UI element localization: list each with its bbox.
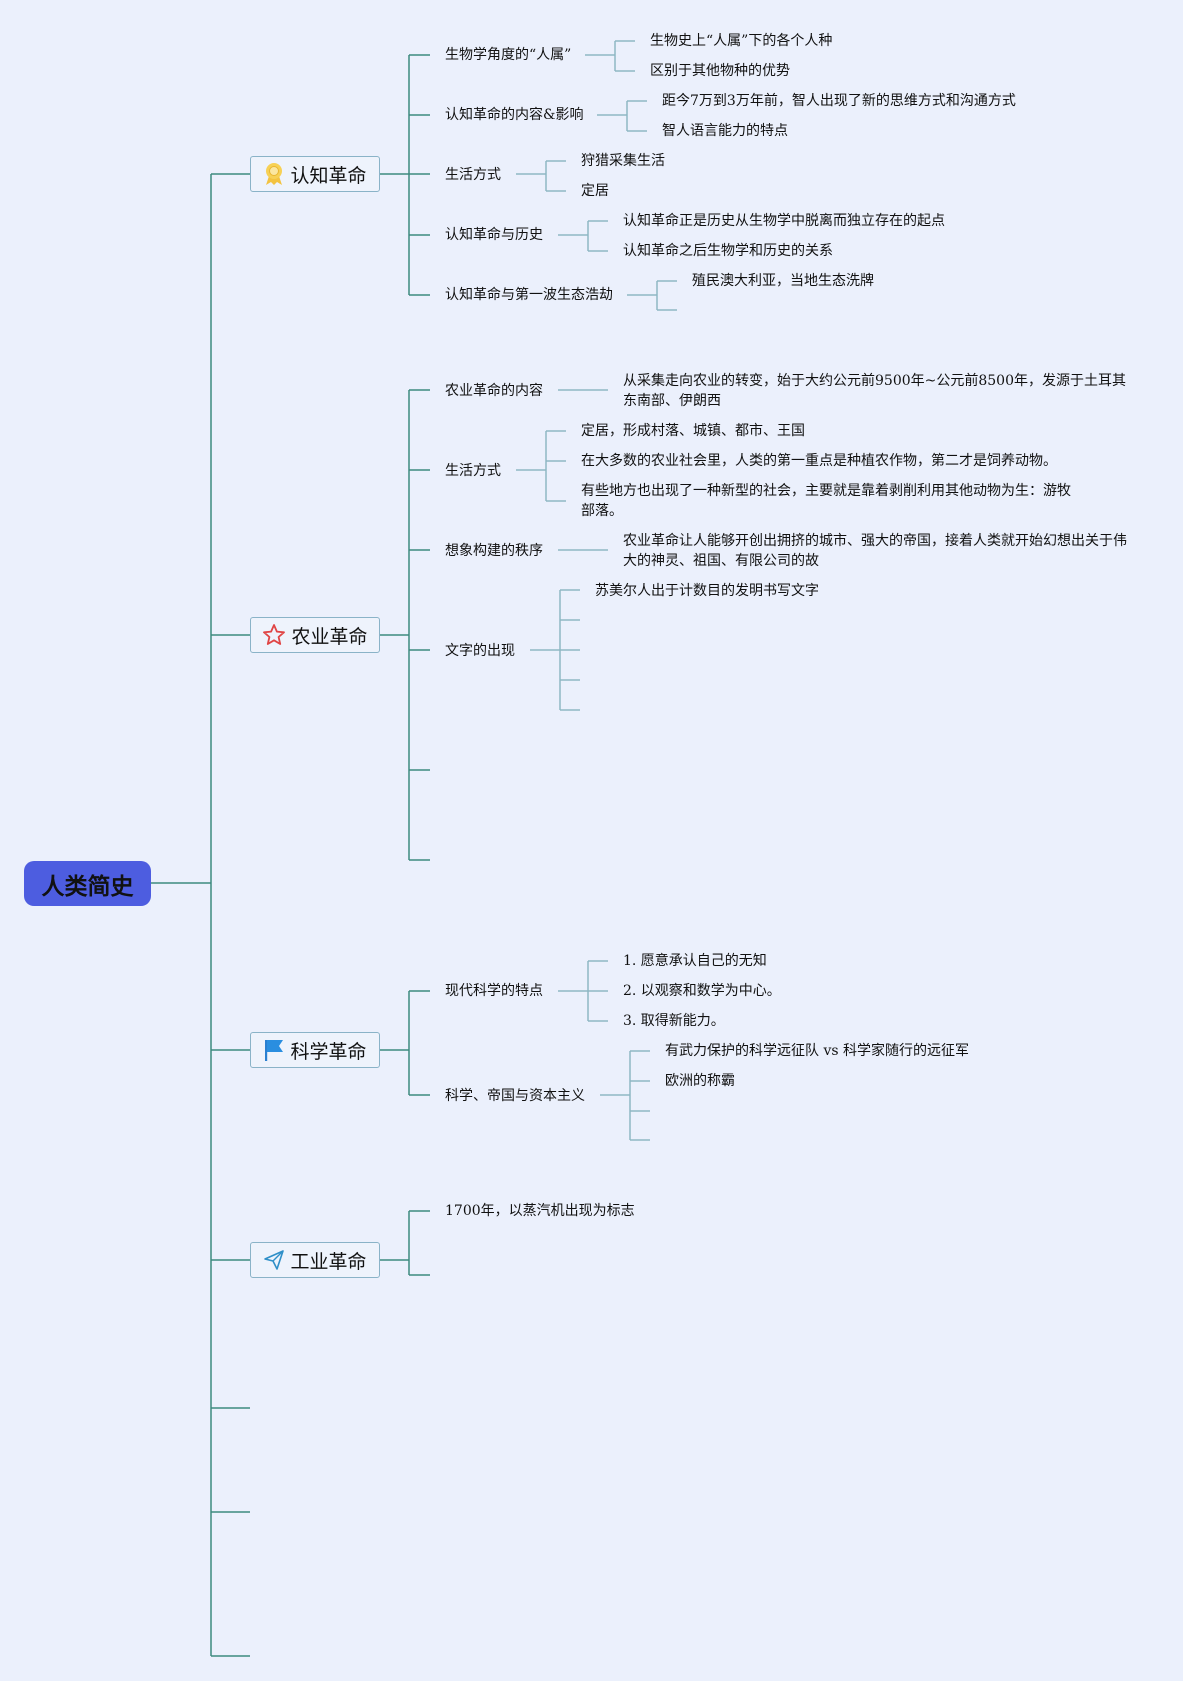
paper-plane-icon <box>264 1250 285 1270</box>
root-label: 人类简史 <box>41 873 134 900</box>
leaf-topic[interactable]: 有武力保护的科学远征队 vs 科学家随行的远征军 <box>665 1043 969 1059</box>
leaf-topic[interactable]: 区别于其他物种的优势 <box>650 63 790 79</box>
branch-label: 科学革命 <box>290 1040 367 1063</box>
star-icon <box>263 624 286 645</box>
subtopic[interactable]: 科学、帝国与资本主义 <box>445 1088 585 1104</box>
subtopic[interactable]: 认知革命与第一波生态浩劫 <box>445 287 613 303</box>
leaf-topic[interactable]: 在大多数的农业社会里，人类的第一重点是种植农作物，第二才是饲养动物。 <box>581 453 1057 469</box>
leaf-topic[interactable]: 1. 愿意承认自己的无知 <box>623 953 767 969</box>
branch-agricultural-revolution[interactable]: 农业革命 <box>250 617 380 653</box>
subtopic[interactable]: 认知革命的内容&影响 <box>445 107 584 123</box>
subtopic[interactable]: 想象构建的秩序 <box>445 543 543 559</box>
branch-industrial-revolution[interactable]: 工业革命 <box>250 1242 380 1278</box>
branch-label: 认知革命 <box>290 164 367 187</box>
subtopic[interactable]: 农业革命的内容 <box>445 383 543 399</box>
subtopic[interactable]: 文字的出现 <box>445 643 515 659</box>
leaf-topic[interactable]: 定居，形成村落、城镇、都市、王国 <box>581 423 805 439</box>
leaf-topic[interactable]: 智人语言能力的特点 <box>662 123 788 139</box>
leaf-topic[interactable]: 欧洲的称霸 <box>665 1073 735 1089</box>
subtopic[interactable]: 1700年，以蒸汽机出现为标志 <box>445 1203 635 1219</box>
leaf-topic[interactable]: 2. 以观察和数学为中心。 <box>623 983 781 999</box>
leaf-topic[interactable]: 苏美尔人出于计数目的发明书写文字 <box>595 583 819 599</box>
leaf-topic[interactable]: 认知革命正是历史从生物学中脱离而独立存在的起点 <box>623 213 945 229</box>
leaf-topic[interactable]: 殖民澳大利亚，当地生态洗牌 <box>692 273 874 289</box>
branch-cognitive-revolution[interactable]: 认知革命 <box>250 156 380 192</box>
leaf-topic[interactable]: 定居 <box>581 183 609 199</box>
subtopic[interactable]: 认知革命与历史 <box>445 227 543 243</box>
leaf-topic[interactable]: 距今7万到3万年前，智人出现了新的思维方式和沟通方式 <box>662 93 1016 109</box>
leaf-topic[interactable]: 生物史上“人属”下的各个人种 <box>650 33 833 49</box>
leaf-topic[interactable]: 有些地方也出现了一种新型的社会，主要就是靠着剥削利用其他动物为生：游牧部落。 <box>581 483 1071 519</box>
leaf-topic[interactable]: 3. 取得新能力。 <box>623 1013 725 1029</box>
branch-label: 农业革命 <box>291 625 368 648</box>
leaf-topic[interactable]: 从采集走向农业的转变，始于大约公元前9500年~公元前8500年，发源于土耳其东… <box>623 373 1126 409</box>
subtopic[interactable]: 生物学角度的“人属” <box>445 47 572 63</box>
medal-icon <box>266 163 283 185</box>
branch-scientific-revolution[interactable]: 科学革命 <box>250 1032 380 1068</box>
leaf-topic[interactable]: 认知革命之后生物学和历史的关系 <box>623 243 833 259</box>
subtopic[interactable]: 生活方式 <box>445 167 501 183</box>
subtopic[interactable]: 生活方式 <box>445 463 501 479</box>
subtopic[interactable]: 现代科学的特点 <box>445 983 543 999</box>
leaf-topic[interactable]: 农业革命让人能够开创出拥挤的城市、强大的帝国，接着人类就开始幻想出关于伟大的神灵… <box>623 533 1127 569</box>
leaf-topic[interactable]: 狩猎采集生活 <box>581 153 665 169</box>
root-topic[interactable]: 人类简史 <box>24 861 151 906</box>
flag-icon <box>265 1040 284 1061</box>
branch-label: 工业革命 <box>290 1250 367 1273</box>
